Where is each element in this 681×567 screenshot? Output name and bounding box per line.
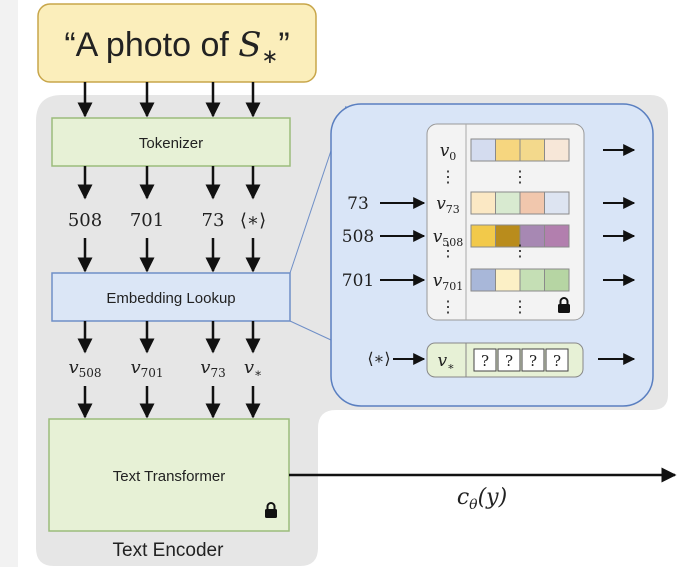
prompt-text: “A photo of S∗” [64, 25, 289, 68]
lock-icon [265, 502, 277, 518]
tokenizer-label: Tokenizer [139, 135, 203, 152]
arrows-tokenizer-to-ids [77, 166, 261, 200]
lookup-input-id: 73 [347, 194, 369, 214]
lookup-row-label: v508 [433, 227, 464, 249]
lock-icon [558, 297, 570, 313]
embedding-vector: v∗ [244, 357, 262, 380]
token-id: 701 [130, 210, 164, 231]
placeholder-cell-value: ? [529, 352, 537, 370]
placeholder-cell-value: ? [481, 352, 489, 370]
embedding-cell [495, 191, 521, 215]
text-transformer-box [48, 418, 290, 532]
embedding-vector: v701 [130, 357, 163, 380]
tokenizer-box [51, 117, 291, 167]
embedding-cell [470, 268, 496, 292]
ellipsis: ⋮ [440, 241, 456, 260]
placeholder-cells: ???? [473, 348, 569, 372]
embedding-cell [519, 268, 545, 292]
placeholder-vector-label: v∗ [437, 351, 454, 373]
token-id: 73 [202, 210, 225, 231]
arrows-prompt-to-tokenizer [77, 82, 261, 118]
prompt-box [37, 3, 317, 83]
embedding-cell [470, 191, 496, 215]
embedding-lookup-label: Embedding Lookup [106, 290, 235, 307]
placeholder-cell-value: ? [505, 352, 513, 370]
lookup-row-label: v701 [433, 271, 464, 293]
lookup-ellipses: ⋮ ⋮ ⋮ ⋮ ⋮ ⋮ [440, 167, 528, 316]
placeholder-cell [473, 348, 497, 372]
placeholder-input: ⟨∗⟩ [367, 349, 390, 368]
embedding-vectors: v508 v701 v73 v∗ [68, 357, 262, 380]
arrows-lookup-to-embeddings [77, 321, 261, 354]
embedding-cell [519, 191, 545, 215]
placeholder-cell [545, 348, 569, 372]
placeholder-cell [521, 348, 545, 372]
embedding-cell [519, 138, 545, 162]
placeholder-cell [497, 348, 521, 372]
embedding-lookup-box [51, 272, 291, 322]
lookup-row-label: v73 [436, 194, 460, 216]
ellipsis: ⋮ [440, 167, 456, 186]
embedding-cell [470, 138, 496, 162]
output-label: cθ(y) [457, 485, 507, 513]
embedding-cell [544, 191, 570, 215]
token-id: ⟨∗⟩ [240, 210, 266, 231]
embedding-cell [544, 138, 570, 162]
embedding-cell [544, 268, 570, 292]
arrows-embeddings-to-transformer [77, 386, 261, 419]
ellipsis: ⋮ [512, 297, 528, 316]
embedding-cell [495, 268, 521, 292]
lookup-input-id: 508 [342, 227, 374, 247]
embedding-cell [544, 224, 570, 248]
text-encoder-label: Text Encoder [113, 540, 225, 561]
text-transformer-label: Text Transformer [113, 468, 226, 485]
ellipsis: ⋮ [512, 167, 528, 186]
lookup-input-id: 701 [342, 271, 374, 291]
ellipsis: ⋮ [512, 241, 528, 260]
embedding-vector: v73 [200, 357, 225, 380]
embedding-vector: v508 [68, 357, 101, 380]
ellipsis: ⋮ [440, 297, 456, 316]
embedding-cell [495, 138, 521, 162]
left-strip [0, 0, 18, 567]
lookup-row-label: v0 [440, 141, 457, 163]
token-ids: 508 701 73 ⟨∗⟩ [68, 210, 266, 231]
token-id: 508 [68, 210, 102, 231]
placeholder-cell-value: ? [553, 352, 561, 370]
embedding-cell [470, 224, 496, 248]
lookup-table-rows: v0 v73 73 v508 508 v701 701 [342, 138, 636, 293]
arrows-ids-to-lookup [77, 238, 261, 273]
